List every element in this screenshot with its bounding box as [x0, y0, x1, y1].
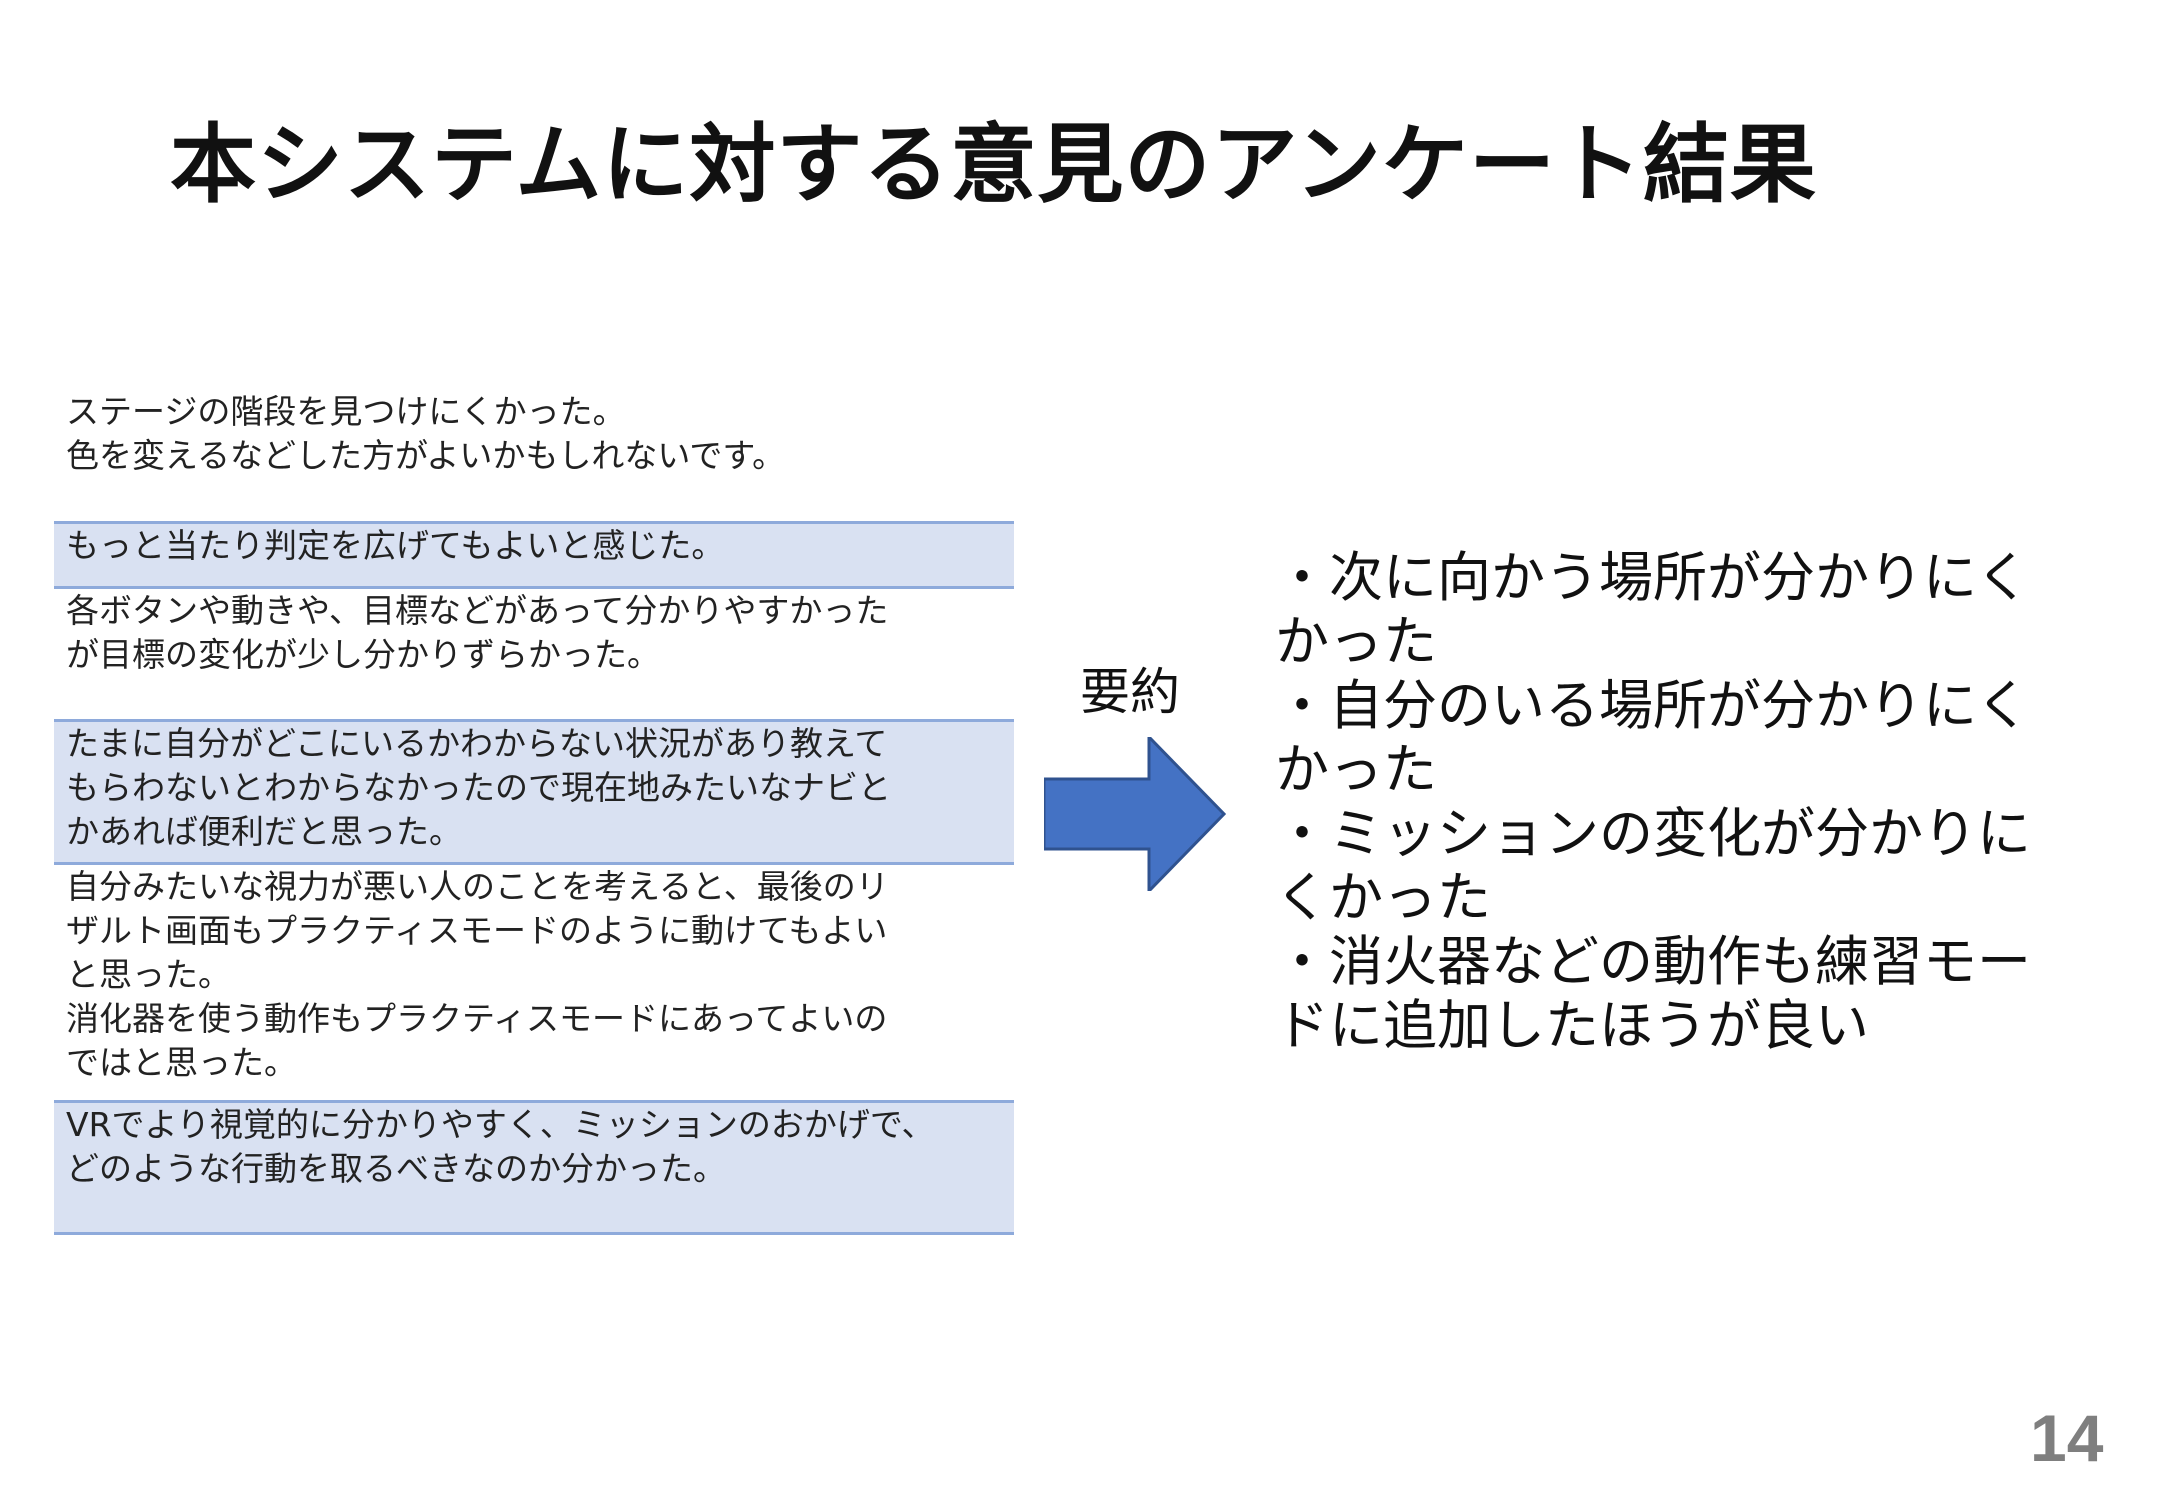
comment-line: かあれば便利だと思った。 [66, 812, 462, 851]
summary-line: ・消火器などの動作も練習モー [1275, 930, 2031, 993]
comment-row: 各ボタンや動きや、目標などがあって分かりやすかった が目標の変化が少し分かりずら… [54, 589, 1014, 719]
comment-line: 色を変えるなどした方がよいかもしれないです。 [66, 436, 786, 475]
comment-row: 自分みたいな視力が悪い人のことを考えると、最後のリ ザルト画面もプラクティスモー… [54, 865, 1014, 1095]
comment-line: と思った。 [66, 955, 231, 994]
comment-line: ではと思った。 [66, 1043, 297, 1082]
comment-line: 各ボタンや動きや、目標などがあって分かりやすかった [66, 591, 889, 630]
comment-line: もらわないとわからなかったので現在地みたいなナビと [66, 768, 891, 807]
slide-title: 本システムに対する意見のアンケート結果 [170, 115, 1817, 215]
comment-line: VRでより視覚的に分かりやすく、ミッションのおかげで、 [66, 1105, 935, 1144]
summary-line: かった [1275, 738, 1437, 801]
comment-line: 自分みたいな視力が悪い人のことを考えると、最後のリ [66, 867, 889, 906]
comment-line: もっと当たり判定を広げてもよいと感じた。 [66, 526, 725, 565]
comment-row: もっと当たり判定を広げてもよいと感じた。 [54, 521, 1014, 589]
summary-label: 要約 [1080, 663, 1180, 721]
summary-line: ・次に向かう場所が分かりにく [1275, 546, 2030, 609]
comment-row: VRでより視覚的に分かりやすく、ミッションのおかげで、 どのような行動を取るべき… [54, 1100, 1014, 1235]
summary-line: ドに追加したほうが良い [1275, 994, 1869, 1057]
summary-line: くかった [1275, 866, 1491, 929]
comment-line: どのような行動を取るべきなのか分かった。 [66, 1149, 726, 1188]
summary-line: ・自分のいる場所が分かりにく [1275, 674, 2030, 737]
summary-line: ・ミッションの変化が分かりに [1275, 802, 2031, 865]
comment-line: ザルト画面もプラクティスモードのように動けてもよい [66, 911, 888, 950]
summary-line: かった [1275, 610, 1437, 673]
comment-line: 消化器を使う動作もプラクティスモードにあってよいの [66, 999, 888, 1038]
right-arrow-icon [1044, 737, 1226, 891]
comment-line: が目標の変化が少し分かりずらかった。 [66, 635, 660, 674]
page-number: 14 [2030, 1401, 2104, 1475]
comment-line: ステージの階段を見つけにくかった。 [66, 392, 626, 431]
comment-row: ステージの階段を見つけにくかった。 色を変えるなどした方がよいかもしれないです。 [54, 390, 1014, 486]
summary-list: ・次に向かう場所が分かりにく かった ・自分のいる場所が分かりにく かった ・ミ… [1275, 546, 2055, 1058]
arrow-shape [1044, 737, 1226, 891]
comment-line: たまに自分がどこにいるかわからない状況があり教えて [66, 724, 888, 763]
comment-row: たまに自分がどこにいるかわからない状況があり教えて もらわないとわからなかったの… [54, 719, 1014, 865]
